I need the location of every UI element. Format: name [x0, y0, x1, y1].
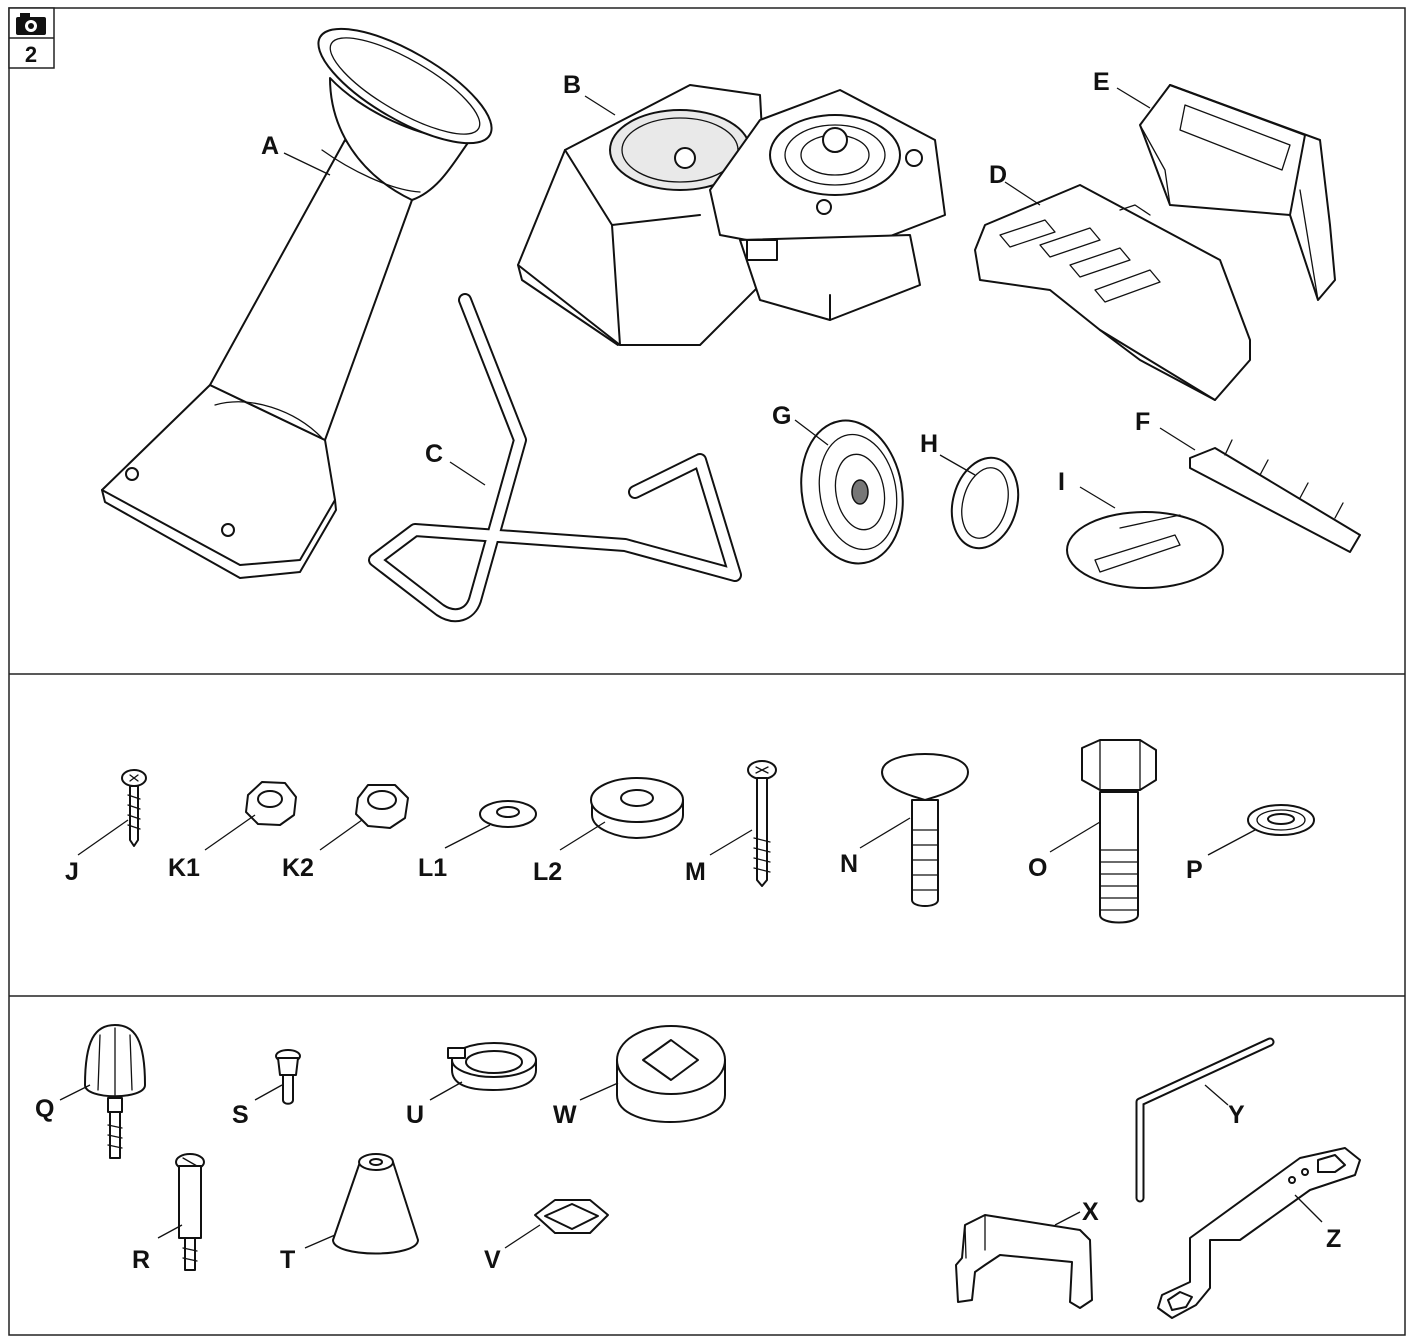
leader-b [584, 95, 616, 116]
label-i: I [1058, 468, 1065, 496]
part-q-knob [84, 1024, 146, 1159]
part-k1-nut [245, 781, 297, 826]
part-w-spacer [616, 1025, 726, 1123]
leader-y [1204, 1084, 1229, 1106]
part-y-hex-key [1135, 1037, 1275, 1203]
label-d: D [989, 161, 1007, 189]
part-o-hex-bolt [1081, 739, 1157, 924]
part-b-engine-housing [517, 84, 946, 346]
figure-frame [8, 7, 1406, 1336]
figure-badge: 2 [8, 7, 55, 69]
leader-k2 [319, 819, 363, 851]
label-m: M [685, 858, 706, 886]
leader-c [449, 461, 486, 486]
label-l2: L2 [533, 858, 562, 886]
part-s-pin [275, 1049, 301, 1105]
leader-l2 [559, 821, 606, 851]
leader-v [504, 1224, 541, 1249]
label-y: Y [1228, 1101, 1245, 1129]
leader-o [1049, 821, 1101, 853]
label-o: O [1028, 854, 1047, 882]
label-q: Q [35, 1095, 54, 1123]
part-r-shoulder-screw [175, 1153, 205, 1271]
figure-number: 2 [25, 42, 37, 67]
leader-j [77, 819, 129, 856]
label-l1: L1 [418, 854, 447, 882]
part-f-bracket [1189, 439, 1361, 553]
part-h-hubcap [950, 456, 1020, 550]
leader-l1 [444, 824, 491, 849]
label-z: Z [1326, 1225, 1341, 1253]
part-v-square-insert [534, 1199, 609, 1234]
leader-z [1294, 1194, 1323, 1223]
part-m-long-screw [747, 760, 777, 887]
label-f: F [1135, 408, 1150, 436]
part-j-screw [121, 769, 147, 847]
part-l1-washer [479, 800, 537, 828]
leader-r [157, 1224, 183, 1239]
part-x-bracket [955, 1214, 1093, 1309]
part-c-handle [368, 293, 742, 623]
part-z-wrench [1157, 1147, 1361, 1319]
label-n: N [840, 850, 858, 878]
label-c: C [425, 440, 443, 468]
leader-q [59, 1084, 91, 1101]
part-l2-washer [590, 777, 684, 839]
leader-e [1116, 87, 1151, 109]
leader-h [939, 454, 976, 476]
leader-i [1079, 486, 1116, 509]
leader-s [254, 1084, 283, 1101]
part-n-carriage-bolt [881, 753, 969, 907]
label-g: G [772, 402, 791, 430]
leader-t [304, 1234, 336, 1249]
label-v: V [484, 1246, 501, 1274]
leader-w [579, 1082, 619, 1101]
leader-k1 [204, 814, 256, 851]
part-d-deflector [974, 184, 1251, 401]
part-u-split-washer [447, 1042, 537, 1091]
part-e-discharge-hood [1139, 84, 1336, 301]
camera-icon [16, 13, 46, 35]
label-k1: K1 [168, 854, 200, 882]
label-x: X [1082, 1198, 1099, 1226]
label-w: W [553, 1101, 577, 1129]
leader-a [283, 152, 331, 176]
label-p: P [1186, 856, 1203, 884]
leader-f [1159, 427, 1196, 451]
part-i-disc-plate [1066, 511, 1224, 589]
leader-d [1004, 181, 1041, 206]
leader-g [794, 419, 829, 446]
part-p-serrated-washer [1247, 804, 1315, 836]
part-a-feed-tube [101, 27, 493, 579]
label-t: T [280, 1246, 295, 1274]
leader-p [1207, 829, 1256, 856]
part-g-wheel [800, 419, 904, 565]
leader-x [1054, 1211, 1081, 1226]
leader-u [429, 1081, 463, 1101]
label-h: H [920, 430, 938, 458]
leader-m [709, 829, 753, 856]
leader-n [859, 817, 911, 849]
part-t-cone [332, 1153, 419, 1255]
label-k2: K2 [282, 854, 314, 882]
label-u: U [406, 1101, 424, 1129]
label-a: A [261, 132, 279, 160]
label-j: J [65, 858, 79, 886]
part-k2-locknut [355, 784, 409, 829]
label-b: B [563, 71, 581, 99]
label-r: R [132, 1246, 150, 1274]
label-s: S [232, 1101, 249, 1129]
label-e: E [1093, 68, 1110, 96]
